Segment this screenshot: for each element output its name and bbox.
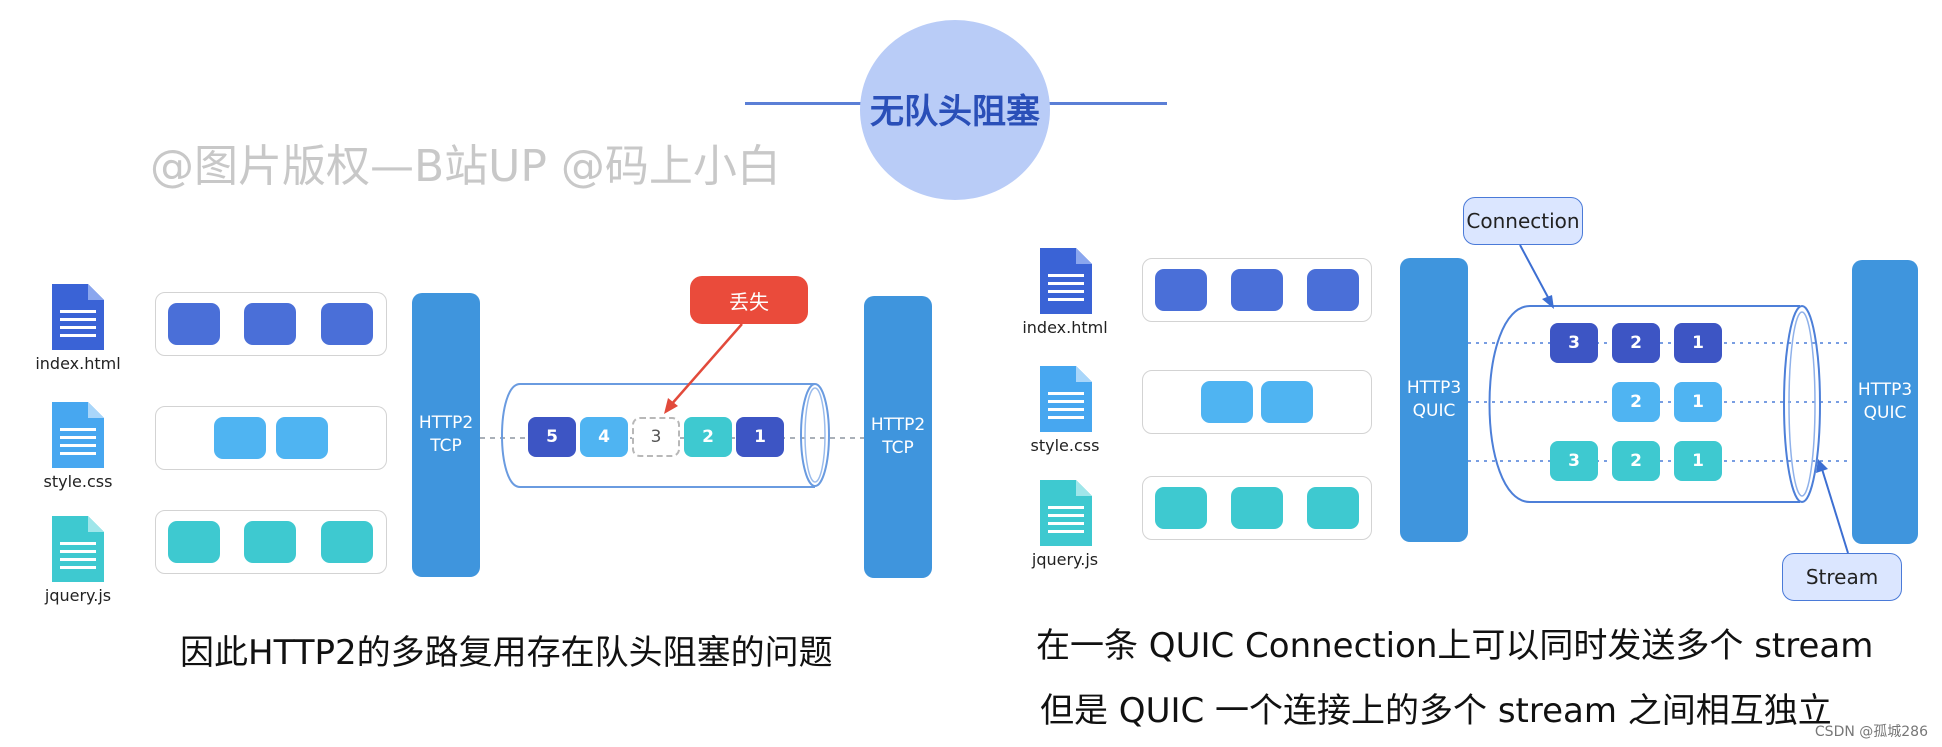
resource-block [1231,269,1283,311]
lost-label: 丢失 [690,276,808,324]
stream2-packet-1: 1 [1674,382,1722,422]
lane-index [1142,258,1372,322]
resource-block [168,303,220,345]
lane-jquery [155,510,387,574]
proto-line2: TCP [430,436,462,456]
http3-quic-right: HTTP3 QUIC [1852,260,1918,544]
html-file-icon [1040,248,1092,314]
css-file-icon [52,402,104,468]
resource-block [168,521,220,563]
packet-1: 1 [736,417,784,457]
js-file-icon [1040,480,1092,546]
lane-jquery [1142,476,1372,540]
title-line-right [1045,102,1167,105]
proto-line1: HTTP2 [418,413,474,434]
connection-arrow [1519,244,1554,309]
resource-block [321,521,373,563]
lost-arrow [664,323,743,414]
http3-quic-left: HTTP3 QUIC [1400,258,1468,542]
file-label-jquery: jquery.js [1031,550,1099,569]
title-line-left [745,102,865,105]
packet-4: 4 [580,417,628,457]
resource-block [1307,487,1359,529]
right-caption-line2: 但是 QUIC 一个连接上的多个 stream 之间相互独立 [1040,691,1832,731]
lane-index [155,292,387,356]
proto-line2: QUIC [1863,403,1907,423]
proto-line2: QUIC [1412,401,1456,421]
lane-style [155,406,387,470]
resource-block [1201,381,1253,423]
title-circle [860,20,1050,200]
quic-tunnel [1468,305,1852,503]
resource-block [214,417,266,459]
js-file-icon [52,516,104,582]
file-label-index: index.html [1022,318,1108,337]
stream3-packet-2: 2 [1612,441,1660,481]
file-label-style: style.css [43,472,113,491]
resource-block [244,303,296,345]
packet-2: 2 [684,417,732,457]
proto-line2: TCP [882,438,914,458]
http2-tcp-left: HTTP2 TCP [412,293,480,577]
resource-block [276,417,328,459]
watermark: @图片版权—B站UP @码上小白 [150,141,781,192]
proto-line1: HTTP3 [1406,378,1462,399]
html-file-icon [52,284,104,350]
lane-style [1142,370,1372,434]
http2-tcp-right: HTTP2 TCP [864,296,932,578]
stream3-packet-3: 3 [1550,441,1598,481]
css-file-icon [1040,366,1092,432]
resource-block [1155,487,1207,529]
packet-5: 5 [528,417,576,457]
right-caption-line1: 在一条 QUIC Connection上可以同时发送多个 stream [1036,626,1874,666]
stream1-packet-3: 3 [1550,323,1598,363]
resource-block [1155,269,1207,311]
resource-block [1307,269,1359,311]
file-label-jquery: jquery.js [44,586,112,605]
stream-callout: Stream [1782,553,1902,601]
left-caption: 因此HTTP2的多路复用存在队头阻塞的问题 [180,633,833,673]
stream1-packet-2: 2 [1612,323,1660,363]
stream1-packet-1: 1 [1674,323,1722,363]
proto-line1: HTTP2 [870,415,926,436]
stream-arrow [1816,459,1849,554]
proto-line1: HTTP3 [1857,380,1913,401]
csdn-credit: CSDN @孤城286 [1814,724,1928,740]
page-title: 无队头阻塞 [870,92,1040,132]
resource-block [321,303,373,345]
resource-block [244,521,296,563]
packet-3-lost: 3 [632,417,680,457]
resource-block [1261,381,1313,423]
stream2-packet-2: 2 [1612,382,1660,422]
file-label-style: style.css [1030,436,1100,455]
file-label-index: index.html [35,354,121,373]
connection-callout: Connection [1463,197,1583,245]
resource-block [1231,487,1283,529]
stream3-packet-1: 1 [1674,441,1722,481]
